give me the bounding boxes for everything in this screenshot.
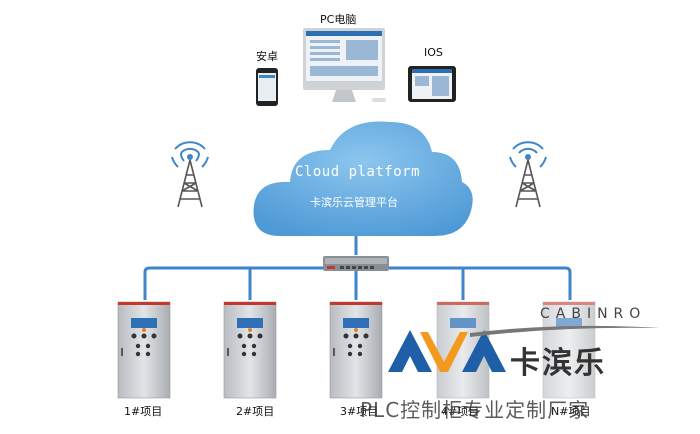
- cloud-title: Cloud platform: [295, 164, 421, 180]
- project-label-1: 1#项目: [124, 405, 163, 418]
- signal-tower-left-icon: [171, 141, 209, 208]
- brand-chinese: 卡滨乐: [510, 346, 606, 381]
- ios-label: IOS: [424, 46, 443, 59]
- project-label-4: 4#项目: [441, 405, 480, 418]
- cabinet-3: [329, 301, 383, 399]
- android-label: 安卓: [256, 50, 278, 63]
- signal-tower-right-icon: [509, 141, 547, 208]
- cabinet-1: [117, 301, 171, 399]
- project-label-2: 2#项目: [236, 405, 275, 418]
- brand-english: CABINRO: [540, 306, 647, 322]
- cabinet-n: [542, 301, 596, 399]
- pc-monitor-icon: [303, 28, 386, 102]
- project-label-3: 3#项目: [340, 405, 379, 418]
- cabinet-2: [223, 301, 277, 399]
- router-icon: [323, 256, 389, 271]
- project-label-n: N#项目: [551, 405, 591, 418]
- pc-label: PC电脑: [320, 13, 357, 26]
- brand-slogan: PLC控制柜专业定制厂家: [360, 398, 590, 422]
- cloud-shape: [253, 121, 473, 236]
- cabinets: [117, 301, 596, 399]
- brand-logo-icon: [388, 325, 660, 372]
- ios-tablet-icon: [408, 66, 456, 102]
- cloud-subtitle: 卡滨乐云管理平台: [310, 196, 398, 209]
- android-phone-icon: [256, 68, 278, 106]
